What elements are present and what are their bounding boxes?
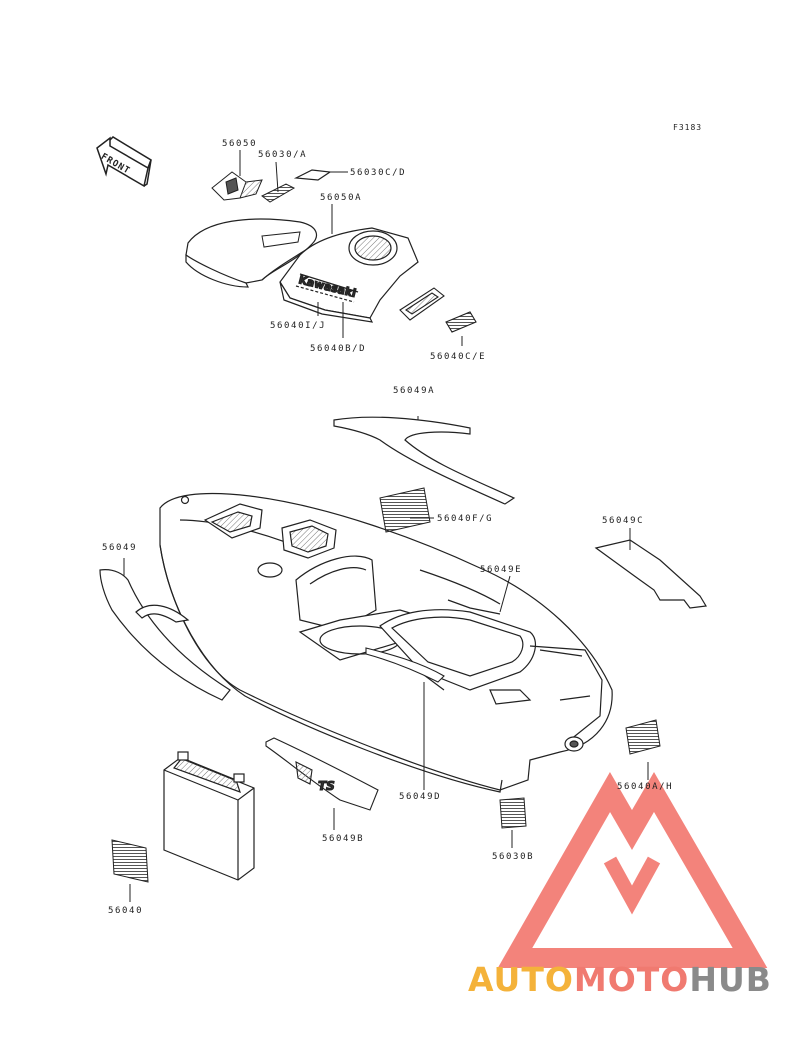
figure-code: F3183 (673, 123, 703, 132)
part-label-56049: 56049 (102, 543, 138, 553)
decal-56049b: TS (265, 737, 379, 811)
part-label-56050a: 56050A (320, 193, 363, 203)
part-label-56040b-d: 56040B/D (310, 344, 367, 354)
decal-56040fg (379, 487, 431, 533)
part-label-56049a: 56049A (393, 386, 436, 396)
part-label-56050: 56050 (222, 139, 258, 149)
part-label-56030b: 56030B (492, 852, 535, 862)
watermark-auto: AUTO (468, 960, 574, 999)
watermark-text: AUTOMOTOHUB (468, 960, 772, 1000)
engine-hood: Kawasaki (279, 227, 419, 323)
decal-56049a (333, 416, 516, 505)
part-label-56049b: 56049B (322, 834, 365, 844)
part-label-56040: 56040 (108, 906, 144, 916)
hull (159, 492, 613, 793)
part-label-56040c-e: 56040C/E (430, 352, 487, 362)
decal-56049 (99, 569, 231, 701)
battery (163, 751, 255, 881)
front-arrow-icon (96, 136, 152, 188)
decal-56040ce (399, 287, 477, 333)
decal-56040ah (625, 719, 661, 755)
decal-56040 (111, 839, 149, 883)
leader-lines (123, 150, 649, 902)
part-label-56049e: 56049E (480, 565, 523, 575)
part-label-56030c-d: 56030C/D (350, 168, 407, 178)
decal-56050a-strip (261, 231, 301, 248)
decal-56050 (211, 171, 263, 201)
part-label-56040a-h: 56040A/H (617, 782, 674, 792)
svg-text:TS: TS (318, 779, 335, 793)
decal-56049c (594, 539, 707, 609)
part-label-56030-a: 56030/A (258, 150, 308, 160)
decal-56030cd (293, 169, 332, 181)
part-label-56049c: 56049C (602, 516, 645, 526)
part-label-56040f-g: 56040F/G (437, 514, 494, 524)
watermark-hub: HUB (689, 960, 772, 999)
part-label-56040i-j: 56040I/J (270, 321, 327, 331)
part-label-56049d: 56049D (399, 792, 442, 802)
decal-56049d (365, 647, 445, 683)
watermark-moto: MOTO (573, 960, 690, 999)
decal-56030b (499, 797, 527, 829)
watermark-logo (497, 771, 768, 968)
